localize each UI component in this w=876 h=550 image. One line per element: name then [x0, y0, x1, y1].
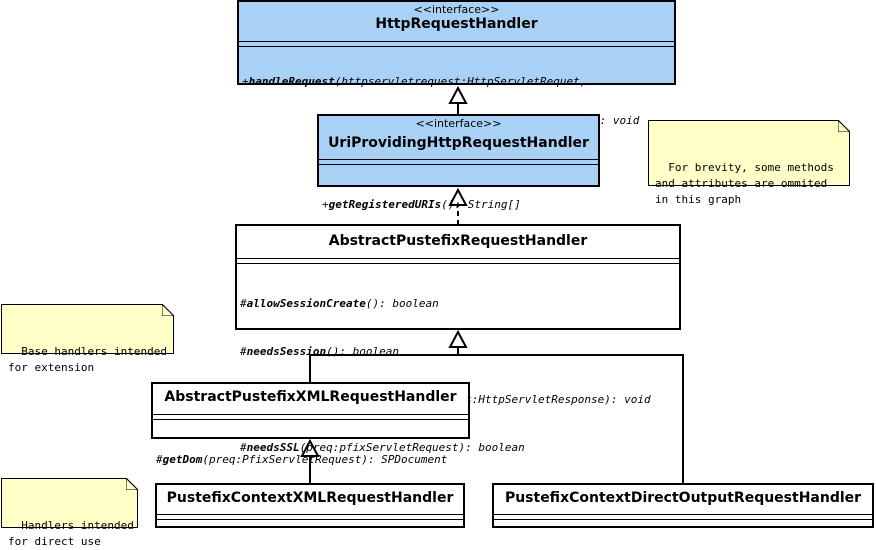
class-uri-providing-handler[interactable]: <<interface>> UriProvidingHttpRequestHan…	[317, 114, 600, 211]
operation-row: +getRegisteredURIs(): String[]	[322, 198, 521, 211]
note-text: For brevity, some methods and attributes…	[655, 161, 834, 206]
operations-divider	[153, 419, 468, 420]
class-abstract-pustefix-xml-request-handler[interactable]: AbstractPustefixXMLRequestHandler #getDo…	[151, 382, 470, 466]
operations-divider	[319, 164, 598, 165]
stereotype-label: <<interface>>	[415, 117, 502, 130]
note-base-handlers: Base handlers intended for extension	[1, 304, 174, 374]
class-name: PustefixContextDirectOutputRequestHandle…	[504, 490, 862, 506]
class-pustefix-context-xml-request-handler[interactable]: PustefixContextXMLRequestHandler	[155, 483, 465, 528]
operations-compartment: +getRegisteredURIs(): String[]	[319, 165, 598, 246]
realization-arrow-abstract-to-uri	[448, 187, 468, 206]
attributes-compartment	[157, 514, 463, 519]
note-brevity: For brevity, some methods and attributes…	[648, 120, 850, 206]
operation-row: #needsSession(): boolean	[240, 345, 399, 358]
class-name: AbstractPustefixRequestHandler	[328, 233, 588, 249]
attributes-compartment	[237, 258, 679, 263]
attributes-compartment	[494, 514, 872, 519]
class-name: UriProvidingHttpRequestHandler	[328, 135, 589, 151]
class-http-request-handler[interactable]: <<interface>> HttpRequestHandler +handle…	[237, 0, 676, 127]
operations-divider	[237, 263, 679, 264]
operations-compartment	[494, 519, 872, 520]
operation-row: +handleRequest(httpservletrequest:HttpSe…	[242, 75, 587, 88]
connector-layer	[300, 85, 684, 484]
generalization-line-direct-to-abstract	[458, 354, 684, 484]
class-pustefix-context-direct-output-request-handler[interactable]: PustefixContextDirectOutputRequestHandle…	[492, 483, 874, 528]
operation-row: #getDom(preq:PfixServletRequest): SPDocu…	[156, 453, 448, 466]
note-text: Handlers intended for direct use	[8, 519, 134, 548]
generalization-line-xml-to-abstract	[309, 348, 459, 383]
attributes-compartment	[239, 41, 674, 46]
attributes-compartment	[319, 159, 598, 164]
class-name: PustefixContextXMLRequestHandler	[166, 490, 454, 506]
note-text: Base handlers intended for extension	[8, 345, 167, 374]
operations-compartment: #getDom(preq:PfixServletRequest): SPDocu…	[153, 420, 468, 501]
operations-compartment	[157, 519, 463, 520]
class-abstract-pustefix-request-handler[interactable]: AbstractPustefixRequestHandler #allowSes…	[235, 224, 681, 454]
generalization-arrow-to-abstract	[448, 329, 468, 348]
attributes-compartment	[153, 414, 468, 419]
class-name: HttpRequestHandler	[375, 16, 538, 32]
generalization-arrow-uri-to-http	[448, 85, 468, 104]
note-fold-icon	[126, 478, 138, 490]
operation-row: #needsSSL(preq:pfixServletRequest): bool…	[240, 441, 525, 454]
note-fold-icon	[838, 120, 850, 132]
note-direct-handlers: Handlers intended for direct use	[1, 478, 138, 548]
operations-divider	[239, 46, 674, 47]
stereotype-label: <<interface>>	[413, 3, 500, 16]
class-name: AbstractPustefixXMLRequestHandler	[164, 389, 457, 405]
operation-row: #allowSessionCreate(): boolean	[240, 297, 439, 310]
generalization-arrow-contextxml-to-xml	[300, 438, 320, 457]
note-fold-icon	[162, 304, 174, 316]
